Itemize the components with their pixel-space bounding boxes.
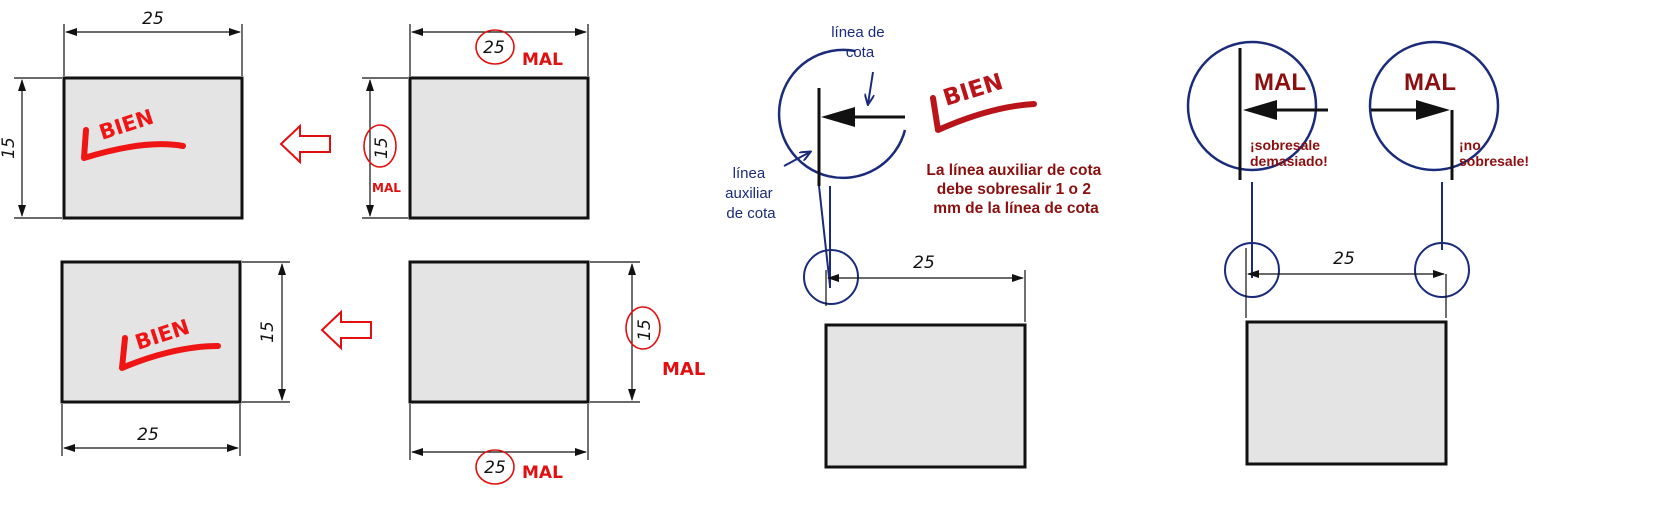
dimension-value: 25 bbox=[137, 425, 159, 445]
dimension-value: 25 bbox=[142, 9, 164, 29]
arrowhead bbox=[1243, 100, 1277, 120]
part-rectangle bbox=[408, 260, 590, 404]
pointer-arrow-icon bbox=[868, 71, 873, 104]
check-stroke bbox=[930, 95, 1037, 133]
mal-label: MAL bbox=[372, 181, 401, 195]
rule-text: La línea auxiliar de cota debe sobresali… bbox=[926, 162, 1105, 217]
label-linea-auxiliar: línea auxiliar de cota bbox=[725, 165, 777, 222]
label-linea-de-cota: línea de cota bbox=[831, 24, 889, 61]
part-rectangle bbox=[824, 323, 1027, 469]
error-circle bbox=[475, 449, 515, 485]
panel-top-right-wrong: 25 MAL 15 MAL bbox=[362, 24, 590, 220]
detail-circle bbox=[1368, 40, 1500, 172]
error-circle bbox=[625, 306, 661, 350]
panel-explanation: línea de cota línea auxiliar de cota 25 … bbox=[725, 24, 1105, 469]
check-stroke bbox=[119, 335, 221, 371]
bien-label: BIEN bbox=[940, 69, 1006, 112]
dimension-value: 15 bbox=[0, 137, 19, 159]
dimension-value: 25 bbox=[483, 38, 505, 58]
panel-bottom-left-correct: 15 25 BIEN bbox=[60, 260, 290, 456]
panel-overshoot-examples: MAL ¡sobresale demasiado! MAL ¡no sobres… bbox=[1186, 40, 1529, 466]
mal-label: MAL bbox=[1404, 69, 1456, 96]
dimension-value: 15 bbox=[635, 319, 655, 341]
detail-circle bbox=[1186, 40, 1318, 172]
panel-bottom-right-wrong: 15 MAL 25 MAL bbox=[408, 260, 705, 485]
panel-top-left-correct: 25 15 BIEN bbox=[0, 9, 244, 220]
detail-circle-small bbox=[1414, 242, 1470, 298]
mal-label: MAL bbox=[1254, 69, 1306, 96]
mal-label: MAL bbox=[522, 463, 563, 483]
error-circle bbox=[363, 124, 397, 168]
dimension-value: 25 bbox=[1333, 249, 1355, 269]
part-rectangle bbox=[60, 260, 242, 404]
left-arrow-icon bbox=[320, 309, 372, 351]
label-sobresale-demasiado: ¡sobresale demasiado! bbox=[1250, 137, 1328, 169]
arrowhead bbox=[1416, 100, 1450, 120]
dimension-value: 25 bbox=[484, 458, 506, 478]
dimension-value: 25 bbox=[913, 253, 935, 273]
dimension-value: 15 bbox=[372, 137, 392, 159]
check-stroke bbox=[81, 127, 186, 161]
extension-line-link bbox=[818, 185, 831, 287]
detail-circle bbox=[777, 48, 907, 180]
pointer-arrow-icon bbox=[783, 152, 810, 167]
error-circle bbox=[475, 29, 515, 65]
mal-label: MAL bbox=[662, 359, 705, 380]
bien-check-mark: BIEN bbox=[930, 69, 1037, 133]
left-arrow-icon bbox=[279, 123, 331, 165]
arrowhead bbox=[821, 107, 855, 127]
label-no-sobresale: ¡no sobresale! bbox=[1459, 137, 1529, 169]
part-rectangle bbox=[408, 76, 590, 220]
mal-label: MAL bbox=[522, 50, 563, 70]
part-rectangle bbox=[62, 76, 244, 220]
dimension-value: 15 bbox=[258, 321, 278, 343]
part-rectangle bbox=[1245, 320, 1448, 466]
